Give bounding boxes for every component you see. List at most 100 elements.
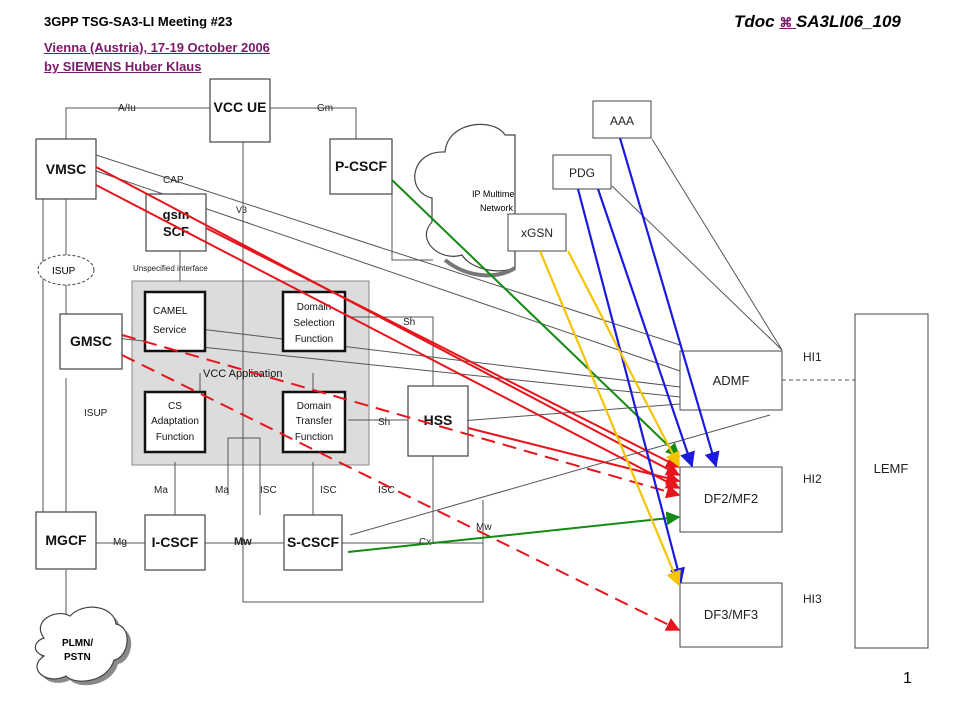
if-isc-2: ISC [320, 485, 337, 496]
gsm-scf-label-2: SCF [163, 224, 189, 239]
if-sh-2: Sh [378, 417, 390, 428]
red-arrow-vmsc-df2 [95, 166, 681, 476]
if-gm: Gm [317, 103, 333, 114]
ip-cloud-label-1: IP Multime [472, 189, 514, 199]
green-arrow-pcscf-df2 [391, 179, 681, 457]
csaf-label-3: Function [156, 432, 194, 443]
vmsc-box [35, 138, 97, 200]
if-mg: Mg [113, 537, 127, 548]
aaa-box [592, 100, 652, 139]
if-unspecified: Unspecified interface [133, 264, 208, 273]
cs-adaptation-box [143, 390, 207, 454]
df2-label: DF2/MF2 [704, 491, 758, 506]
gmsc-box [59, 313, 123, 370]
dtf-label-2: Transfer [296, 416, 334, 427]
mgcf-label: MGCF [45, 532, 87, 548]
blue-arrow-aaa-df2 [618, 137, 720, 468]
meeting-location-link[interactable]: Vienna (Austria), 17-19 October 2006 [44, 40, 270, 55]
dsf-label-1: Domain [297, 302, 331, 313]
tdoc-number: Tdoc ⌘ SA3LI06_109 [734, 12, 901, 32]
icscf-label: I-CSCF [152, 534, 199, 550]
xgsn-box [507, 213, 567, 252]
vcc-ue-box [209, 78, 271, 143]
yellow-arrow-xgsn-df2 [567, 250, 680, 468]
red-dashed-gmsc-df3 [121, 354, 681, 631]
pdg-box [552, 154, 612, 190]
ip-cloud-label-2: Network [480, 203, 514, 213]
xgsn-label: xGSN [521, 226, 553, 240]
red-arrow-vmsc-df2-b [95, 184, 681, 489]
pcscf-label: P-CSCF [335, 158, 388, 174]
if-cx: Cx [419, 537, 431, 548]
ip-multimedia-cloud [414, 123, 517, 278]
df2-box [679, 466, 783, 533]
if-sh-1: Sh [403, 317, 415, 328]
if-isup: ISUP [84, 408, 108, 419]
csaf-label-1: CS [168, 401, 182, 412]
hss-label: HSS [424, 412, 453, 428]
domain-selection-box [281, 290, 347, 353]
yellow-arrow-xgsn-df3 [538, 250, 681, 587]
author-link[interactable]: by SIEMENS Huber Klaus [44, 59, 202, 74]
red-arrow-gsmscf-df2 [205, 227, 681, 468]
icscf-box [144, 514, 206, 571]
dtf-label-1: Domain [297, 401, 331, 412]
if-hi2: HI2 [803, 472, 822, 486]
camel-label-2: Service [153, 325, 187, 336]
vcc-application-label: VCC Application [203, 368, 283, 380]
red-dashed-gmsc-df2 [121, 334, 681, 499]
if-mw-2: Mw [476, 522, 492, 533]
if-isc-3: ISC [378, 485, 395, 496]
if-hi1: HI1 [803, 350, 822, 364]
pdg-label: PDG [569, 166, 595, 180]
admf-label: ADMF [713, 373, 750, 388]
blue-arrow-pdg-df2 [596, 188, 695, 468]
mgcf-box [35, 511, 97, 570]
gsm-scf-label-1: gsm [163, 207, 190, 222]
aaa-label: AAA [610, 114, 634, 128]
pcscf-box [329, 138, 393, 195]
plmn-label-2: PSTN [64, 652, 91, 663]
camel-service-box [143, 290, 207, 353]
intercept-arrows-green [347, 179, 681, 553]
lemf-label: LEMF [874, 461, 909, 476]
csaf-label-2: Adaptation [151, 416, 199, 427]
tdoc-prefix: Tdoc [734, 12, 780, 31]
isup-cloud [37, 254, 95, 286]
vmsc-label: VMSC [46, 161, 86, 177]
if-ma-1: Ma [154, 485, 168, 496]
tdoc-id: SA3LI06_109 [795, 12, 901, 31]
plmn-label-1: PLMN/ [62, 638, 93, 649]
if-a-iu: A/Iu [118, 103, 136, 114]
gmsc-label: GMSC [70, 333, 112, 349]
red-arrow-hss-df2 [467, 427, 681, 485]
isup-cloud-label: ISUP [52, 266, 76, 277]
if-hi3: HI3 [803, 592, 822, 606]
command-symbol-link[interactable]: ⌘ [779, 15, 796, 30]
intercept-arrows-yellow [538, 250, 681, 587]
camel-label-1: CAMEL [153, 306, 188, 317]
page-number: 1 [903, 670, 912, 687]
gsm-scf-box [145, 193, 207, 252]
domain-transfer-box [281, 390, 347, 454]
dsf-label-3: Function [295, 334, 333, 345]
if-mw-1: Mw [234, 536, 252, 548]
dsf-label-2: Selection [293, 318, 334, 329]
lemf-box [854, 313, 929, 649]
green-arrow-scscf-df2 [347, 511, 681, 553]
meeting-title: 3GPP TSG-SA3-LI Meeting #23 [44, 14, 233, 29]
intercept-arrows-blue [576, 137, 720, 584]
scscf-box [283, 514, 343, 571]
if-v3: V3 [236, 205, 247, 215]
scscf-label: S-CSCF [287, 534, 340, 550]
df3-box [679, 582, 783, 648]
dtf-label-3: Function [295, 432, 333, 443]
intercept-arrows-red [95, 166, 681, 631]
df3-label: DF3/MF3 [704, 607, 758, 622]
if-isc-1: ISC [260, 485, 277, 496]
if-ma-2: Ma [215, 485, 229, 496]
plmn-pstn-cloud [34, 606, 132, 686]
if-cap: CAP [163, 175, 184, 186]
vcc-ue-label: VCC UE [214, 99, 267, 115]
